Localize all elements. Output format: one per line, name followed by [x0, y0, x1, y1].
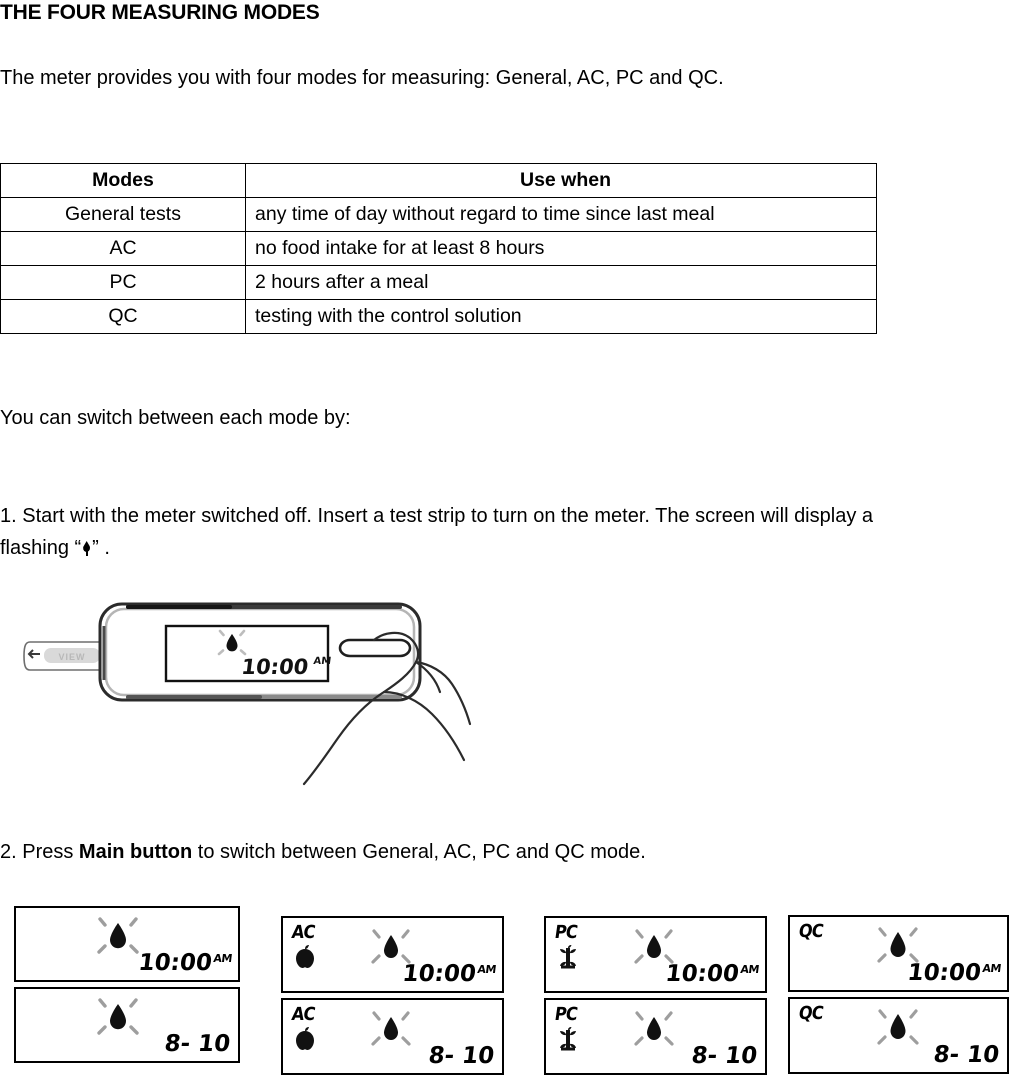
lcd-readout-value: 8- 10	[690, 1043, 760, 1069]
lcd-panel: 10:00AM	[14, 906, 240, 982]
lcd-mode-label: AC	[290, 922, 316, 943]
lcd-readout-ampm: AM	[476, 963, 497, 976]
meter-lcd-screen: 10:00 AM	[164, 624, 332, 683]
lcd-panel: PC 8- 10	[544, 998, 767, 1075]
svg-text:AM: AM	[313, 656, 332, 667]
lcd-readout-value: 10:00	[664, 961, 741, 987]
apple-core-icon	[557, 1027, 579, 1051]
lcd-panel: AC 8- 10	[281, 998, 504, 1075]
cell-use-when: 2 hours after a meal	[245, 265, 877, 300]
switch-intro-paragraph: You can switch between each mode by:	[0, 407, 351, 429]
svg-text:VIEW: VIEW	[58, 652, 85, 662]
blood-drop-flashing-icon	[626, 925, 682, 971]
blood-drop-flashing-icon	[90, 996, 146, 1042]
lcd-panel: 8- 10	[14, 987, 240, 1063]
lcd-readout-value: 8- 10	[932, 1042, 1002, 1068]
lcd-readout: 10:00AM	[664, 957, 760, 987]
lcd-mode-label: QC	[797, 921, 825, 942]
lcd-readout-ampm: AM	[212, 952, 233, 965]
lcd-mode-label: QC	[797, 1003, 825, 1024]
lcd-readout: 8- 10	[427, 1039, 497, 1069]
blood-drop-icon	[82, 541, 91, 556]
lcd-readout-value: 10:00	[401, 961, 478, 987]
lcd-readout: 10:00AM	[906, 956, 1002, 986]
lcd-readout-value: 10:00	[137, 950, 214, 976]
step-2-paragraph: 2. Press Main button to switch between G…	[0, 836, 900, 868]
column-header-use-when: Use when	[245, 163, 877, 198]
svg-text:10:00: 10:00	[240, 654, 310, 679]
lcd-group-qc: QC 10:00AM QC	[788, 915, 1009, 1079]
pressing-finger-icon	[302, 631, 472, 786]
cell-mode: QC	[0, 299, 246, 334]
blood-drop-flashing-icon	[90, 915, 146, 961]
table-header-row: Modes Use when	[0, 163, 877, 198]
apple-whole-icon	[294, 945, 316, 969]
cell-mode: PC	[0, 265, 246, 300]
lcd-readout: 10:00AM	[137, 946, 233, 976]
lcd-readout-ampm: AM	[981, 962, 1002, 975]
cell-mode: General tests	[0, 197, 246, 232]
table-row: PC 2 hours after a meal	[0, 265, 877, 300]
lcd-readout: 8- 10	[932, 1038, 1002, 1068]
main-button	[338, 638, 412, 658]
blood-drop-flashing-icon	[363, 1007, 419, 1053]
step-1-text-before: 1. Start with the meter switched off. In…	[0, 505, 873, 559]
lcd-mode-label: PC	[553, 1004, 579, 1025]
column-header-modes: Modes	[0, 163, 246, 198]
cell-mode: AC	[0, 231, 246, 266]
lcd-panel: AC 10:00AM	[281, 916, 504, 993]
lcd-panel: QC 8- 10	[788, 997, 1009, 1074]
step-1-text-after: ” .	[92, 537, 110, 559]
cell-use-when: no food intake for at least 8 hours	[245, 231, 877, 266]
lcd-mode-label: AC	[290, 1004, 316, 1025]
table-row: AC no food intake for at least 8 hours	[0, 231, 877, 266]
blood-drop-flashing-icon	[626, 1007, 682, 1053]
lcd-readout-value: 10:00	[906, 960, 983, 986]
modes-table: Modes Use when General tests any time of…	[0, 163, 877, 334]
blood-drop-flashing-icon	[870, 1006, 926, 1052]
apple-whole-icon	[294, 1027, 316, 1051]
lcd-readout: 8- 10	[163, 1027, 233, 1057]
step-1-paragraph: 1. Start with the meter switched off. In…	[0, 500, 890, 564]
meter-time-readout: 10:00 AM	[240, 654, 332, 679]
lcd-readout-value: 8- 10	[427, 1043, 497, 1069]
lcd-group-pc: PC 10:00AM	[544, 916, 767, 1080]
lcd-readout: 8- 10	[690, 1039, 760, 1069]
lcd-group-ac: AC 10:00AM AC	[281, 916, 504, 1080]
step-2-text-suffix: to switch between General, AC, PC and QC…	[192, 841, 646, 863]
lcd-panel: PC 10:00AM	[544, 916, 767, 993]
blood-drop-flashing-icon	[870, 924, 926, 970]
blood-drop-flashing-icon	[363, 925, 419, 971]
apple-core-icon	[557, 945, 579, 969]
lcd-readout: 10:00AM	[401, 957, 497, 987]
lcd-readout-ampm: AM	[739, 963, 760, 976]
test-strip-icon: VIEW	[23, 641, 105, 671]
table-row: QC testing with the control solution	[0, 299, 877, 334]
lcd-readout-value: 8- 10	[163, 1031, 233, 1057]
cell-use-when: testing with the control solution	[245, 299, 877, 334]
intro-paragraph: The meter provides you with four modes f…	[0, 67, 724, 89]
table-row: General tests any time of day without re…	[0, 197, 877, 232]
main-button-label: Main button	[78, 841, 193, 863]
lcd-group-general: 10:00AM 8- 10	[14, 906, 240, 1068]
step-2-text-prefix: 2. Press	[0, 841, 79, 863]
meter-illustration: VIEW	[0, 588, 582, 808]
cell-use-when: any time of day without regard to time s…	[245, 197, 877, 232]
lcd-panel: QC 10:00AM	[788, 915, 1009, 992]
blood-drop-flashing-icon	[217, 629, 247, 656]
lcd-mode-label: PC	[553, 922, 579, 943]
page-title: THE FOUR MEASURING MODES	[0, 1, 320, 24]
